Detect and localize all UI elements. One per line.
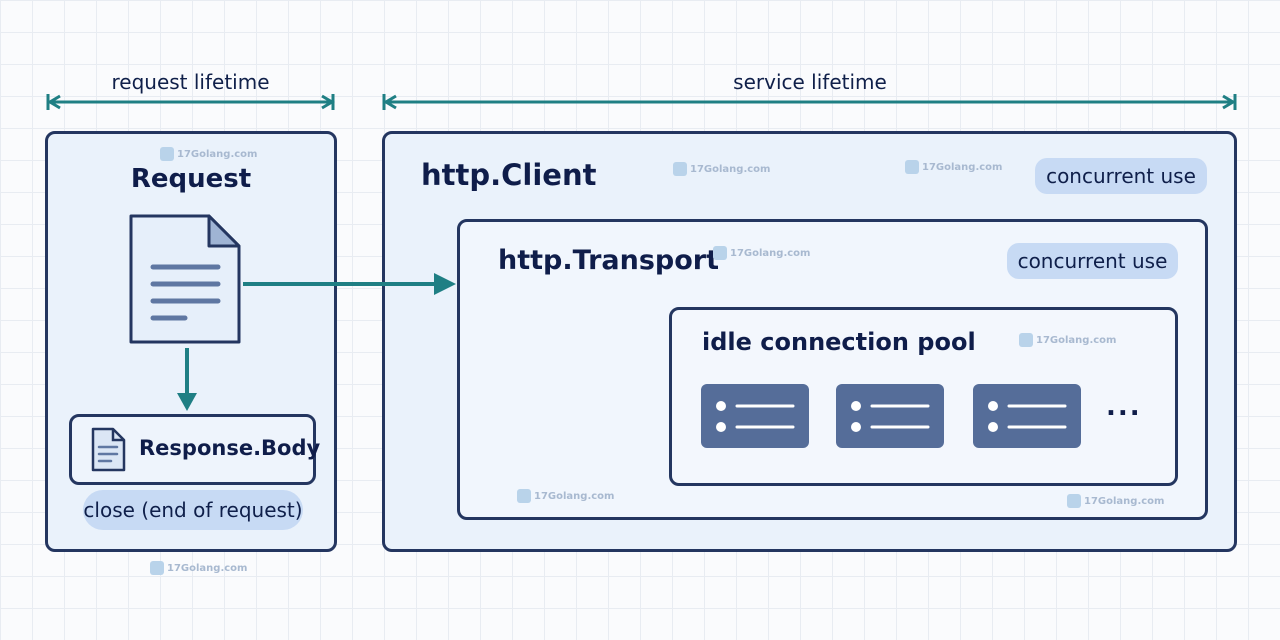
- http-transport-concurrent-badge: concurrent use: [1007, 243, 1178, 279]
- idle-connection-pool-title: idle connection pool: [702, 328, 976, 356]
- watermark-icon: [1067, 494, 1081, 508]
- http-client-concurrent-badge: concurrent use: [1035, 158, 1207, 194]
- watermark-icon: [150, 561, 164, 575]
- watermark: 17Golang.com: [160, 147, 257, 161]
- file-icon: [91, 427, 126, 472]
- more-connections-ellipsis: ...: [1106, 392, 1142, 422]
- watermark-icon: [905, 160, 919, 174]
- watermark: 17Golang.com: [905, 160, 1002, 174]
- watermark-icon: [160, 147, 174, 161]
- idle-connection-1: [701, 384, 809, 448]
- service-lifetime-label: service lifetime: [733, 70, 887, 94]
- close-note: close (end of request): [83, 490, 303, 530]
- document-icon: [129, 214, 241, 344]
- watermark-icon: [517, 489, 531, 503]
- request-title: Request: [130, 164, 252, 194]
- watermark: 17Golang.com: [517, 489, 614, 503]
- watermark: 17Golang.com: [673, 162, 770, 176]
- connection-icon: [988, 401, 1067, 432]
- idle-connection-3: [973, 384, 1081, 448]
- watermark-icon: [1019, 333, 1033, 347]
- idle-connection-2: [836, 384, 944, 448]
- connection-icon: [851, 401, 930, 432]
- http-transport-title: http.Transport: [498, 245, 719, 276]
- response-body-label: Response.Body: [139, 436, 321, 460]
- watermark: 17Golang.com: [1019, 333, 1116, 347]
- watermark-icon: [713, 246, 727, 260]
- connection-icon: [716, 401, 795, 432]
- watermark-icon: [673, 162, 687, 176]
- watermark: 17Golang.com: [150, 561, 247, 575]
- request-lifetime-label: request lifetime: [111, 70, 270, 94]
- watermark: 17Golang.com: [713, 246, 810, 260]
- watermark: 17Golang.com: [1067, 494, 1164, 508]
- http-client-title: http.Client: [421, 158, 597, 192]
